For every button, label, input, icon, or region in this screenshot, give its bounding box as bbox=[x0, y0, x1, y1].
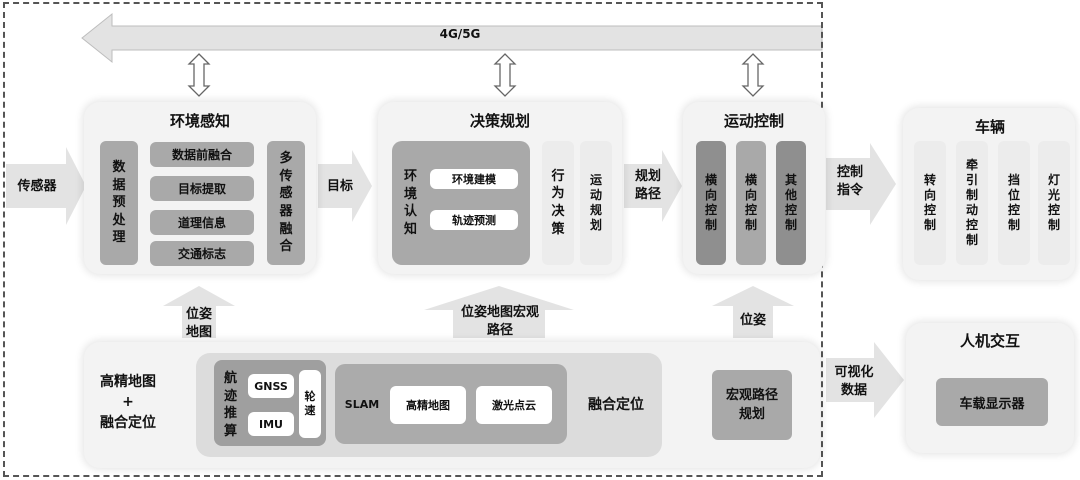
target-arrow bbox=[318, 150, 372, 222]
preprocess-block: 数据预处理 bbox=[100, 141, 138, 265]
perception-title: 环境感知 bbox=[169, 112, 230, 130]
perception-item-0: 数据前融合 bbox=[150, 142, 254, 167]
decision-item-1: 轨迹预测 bbox=[430, 210, 518, 230]
gnss-block: GNSS bbox=[248, 374, 294, 398]
control-cmd-label: 控制指令 bbox=[836, 165, 863, 198]
motion-plan-block: 运动规划 bbox=[580, 141, 612, 265]
behavior-label: 行为决策 bbox=[551, 168, 565, 237]
path-label: 规划路径 bbox=[634, 169, 661, 202]
slam-label: SLAM bbox=[344, 398, 380, 411]
pose-route-label: 位姿地图宏观路径 bbox=[460, 305, 539, 338]
macro-route-label: 宏观路径规划 bbox=[725, 387, 778, 423]
behavior-block: 行为决策 bbox=[542, 141, 574, 265]
lidar-block: 激光点云 bbox=[476, 386, 552, 424]
pose-up-arrow bbox=[712, 286, 794, 338]
wheel-speed-label: 轮速 bbox=[304, 390, 316, 417]
pose-route-up-arrow bbox=[424, 286, 574, 338]
imu-block: IMU bbox=[248, 412, 294, 436]
display-block: 车载显示器 bbox=[936, 378, 1048, 426]
motion-item-0-label: 横向控制 bbox=[705, 173, 718, 232]
preprocess-label: 数据预处理 bbox=[112, 160, 126, 246]
hd-map-block: 高精地图 bbox=[390, 386, 466, 424]
vehicle-item-1: 牵引制动控制 bbox=[956, 141, 988, 265]
vehicle-item-3-label: 灯光控制 bbox=[1048, 173, 1061, 232]
double-arrow-perception bbox=[187, 53, 211, 97]
dead-reckoning-label: 航迹推算 bbox=[224, 371, 238, 439]
fusion-block: 多传感器融合 bbox=[267, 141, 305, 265]
control-cmd-arrow bbox=[826, 143, 896, 225]
perception-item-1: 目标提取 bbox=[150, 176, 254, 201]
motion-item-2-label: 其他控制 bbox=[785, 173, 798, 232]
pose-label: 位姿 bbox=[739, 313, 766, 328]
double-arrow-motion bbox=[741, 53, 765, 97]
sensor-arrow bbox=[6, 147, 86, 225]
motion-item-1-label: 横向控制 bbox=[745, 173, 758, 232]
decision-title: 决策规划 bbox=[469, 112, 530, 130]
motion-item-0: 横向控制 bbox=[696, 141, 726, 265]
positioning-title: 高精地图 + 融合定位 bbox=[88, 372, 168, 433]
vehicle-item-3: 灯光控制 bbox=[1038, 141, 1070, 265]
decision-item-0: 环境建模 bbox=[430, 169, 518, 189]
pose-map-label: 位姿地图 bbox=[185, 307, 212, 340]
vehicle-item-0-label: 转向控制 bbox=[924, 173, 937, 232]
network-label: 4G/5G bbox=[439, 27, 481, 41]
motion-control-title: 运动控制 bbox=[723, 112, 784, 130]
positioning-title-line2: + bbox=[122, 394, 134, 411]
wheel-speed-block: 轮速 bbox=[299, 370, 321, 438]
pose-map-up-arrow bbox=[163, 286, 235, 338]
path-arrow bbox=[624, 150, 682, 222]
motion-item-2: 其他控制 bbox=[776, 141, 806, 265]
vehicle-item-1-label: 牵引制动控制 bbox=[966, 158, 979, 247]
double-arrow-decision bbox=[493, 53, 517, 97]
fusion-positioning-label: 融合定位 bbox=[588, 397, 644, 413]
vehicle-title: 车辆 bbox=[974, 118, 1005, 136]
vehicle-item-2: 挡位控制 bbox=[998, 141, 1030, 265]
vehicle-item-2-label: 挡位控制 bbox=[1008, 173, 1021, 232]
env-cognition-label: 环境认知 bbox=[404, 169, 418, 237]
motion-item-1: 横向控制 bbox=[736, 141, 766, 265]
env-cognition-block bbox=[392, 141, 530, 265]
positioning-title-line1: 高精地图 bbox=[100, 374, 156, 390]
sensor-label: 传感器 bbox=[17, 179, 57, 194]
hmi-title: 人机交互 bbox=[959, 332, 1020, 350]
fusion-label: 多传感器融合 bbox=[279, 151, 293, 255]
vis-data-arrow bbox=[826, 342, 904, 418]
macro-route-block: 宏观路径规划 bbox=[712, 370, 792, 440]
perception-item-3: 交通标志 bbox=[150, 241, 254, 266]
perception-item-2: 道理信息 bbox=[150, 210, 254, 235]
motion-plan-label: 运动规划 bbox=[590, 173, 603, 232]
positioning-title-line3: 融合定位 bbox=[100, 414, 156, 431]
target-label: 目标 bbox=[326, 179, 353, 194]
vehicle-item-0: 转向控制 bbox=[914, 141, 946, 265]
vis-data-label: 可视化数据 bbox=[834, 365, 874, 398]
